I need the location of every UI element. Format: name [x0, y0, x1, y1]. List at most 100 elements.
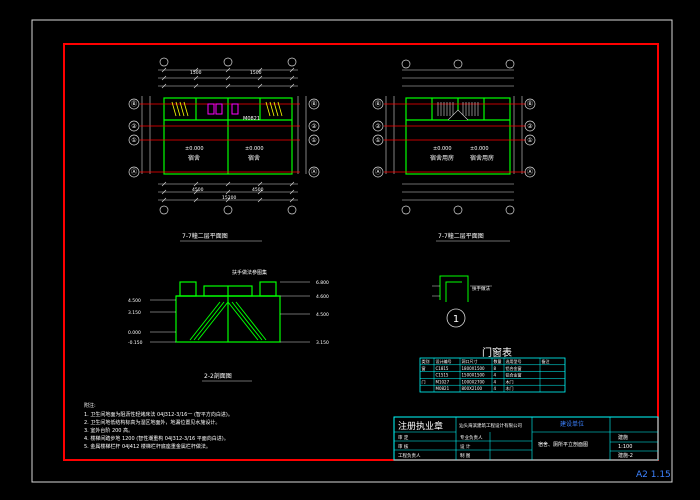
dimension-tick: [225, 83, 231, 89]
dimension-tick: [193, 189, 199, 195]
level-label: 6.800: [316, 280, 329, 286]
table-title: 门窗表: [482, 346, 512, 359]
dimension-tick: [225, 75, 231, 81]
row-label: 设 计: [460, 443, 471, 450]
table-cell: C1515: [436, 373, 449, 378]
axis-bubble-label: ②: [375, 123, 381, 130]
dimension-tick: [193, 197, 199, 203]
dim-label-total: 15200: [222, 195, 236, 201]
stamp-label: 注册执业章: [398, 420, 443, 432]
table-header-cell: 选用型号: [506, 358, 522, 364]
table-header-cell: 数量: [494, 358, 502, 364]
dimension-tick: [257, 83, 263, 89]
axis-bubble-label: ②: [527, 123, 533, 130]
dimension-tick: [289, 189, 295, 195]
table-header-cell: 洞口尺寸: [462, 358, 478, 364]
level-label: 4.500: [316, 312, 329, 318]
axis-bubble-label: Ⓑ: [311, 100, 317, 108]
table-frame: [419, 357, 566, 393]
level-label: 3.150: [316, 340, 329, 346]
dimension-tick: [257, 181, 263, 187]
axis-bubble-label: Ⓐ: [527, 168, 533, 176]
table-cell: 1500X1500: [462, 373, 486, 378]
table-cell: 木门: [506, 385, 514, 391]
axis-bubble-label: ①: [527, 137, 532, 144]
note-line: 5. 金属楼梯栏杆 04J412 楼梯栏杆底座重金属栏杆做法。: [84, 443, 211, 450]
row-label: 工程负责人: [398, 452, 421, 459]
sheet-red-border: [63, 43, 659, 461]
dim-label: 4500: [192, 187, 204, 193]
section-stairs: [189, 301, 267, 341]
left-plan-elev-2: ±0.000: [245, 146, 264, 152]
level-label: 4.600: [316, 294, 329, 300]
left-plan-axis-bubbles: Ⓑ ② ① Ⓐ Ⓑ ② ① Ⓐ: [128, 57, 320, 215]
scale-value: 1:100: [618, 444, 632, 450]
table-header-cell: 设计编号: [436, 358, 452, 364]
dimension-tick: [257, 67, 263, 73]
row-label: 专业负责人: [460, 434, 483, 441]
dimension-tick: [289, 181, 295, 187]
dimension-tick: [193, 83, 199, 89]
left-plan-dim-labels: 1500 1500 4500 4500 15200: [190, 70, 264, 201]
left-plan-caption: 7-7幢二层平面图: [182, 232, 228, 240]
note-line: 1. 卫生间地面为阻沥性轻烤床法 04J312-3/16一 (智平方向白进)。: [84, 411, 233, 418]
note-line: 2. 卫生间地低结构标高为湿区地面外，地漏位置见水施设计。: [84, 419, 220, 426]
dimension-tick: [289, 75, 295, 81]
dimension-tick: [289, 83, 295, 89]
dimension-tick: [161, 197, 167, 203]
table-cell: 木门: [506, 378, 514, 384]
level-label: -0.150: [128, 340, 143, 346]
table-cell: C1815: [436, 366, 449, 371]
drawing-title: 宿舍、厕所平立剖面图: [538, 441, 588, 448]
general-notes: 附注: 1. 卫生间地面为阻沥性轻烤床法 04J312-3/16一 (智平方向白…: [84, 402, 233, 450]
dimension-tick: [193, 75, 199, 81]
table-cell: 1000X2700: [462, 379, 486, 384]
left-plan-ticks: [161, 67, 295, 203]
level-label: 4.500: [128, 298, 141, 304]
railing-detail: 扶手做法 1: [432, 275, 492, 328]
dim-label: 1500: [250, 70, 262, 76]
left-plan-room-label: 宿舍: [188, 154, 200, 162]
dimension-tick: [161, 189, 167, 195]
dimension-tick: [225, 67, 231, 73]
right-plan-axis-bubbles: Ⓑ ② ① Ⓐ Ⓑ ② ① Ⓐ: [372, 59, 536, 215]
dim-label: 1500: [190, 70, 202, 76]
table-cell: 门: [422, 378, 426, 384]
section-level-labels: 4.500 3.150 0.000 -0.150 6.800 4.600 4.5…: [128, 280, 329, 346]
dim-label: 4500: [252, 187, 264, 193]
project-header: 建设单位: [560, 420, 584, 428]
dimension-tick: [257, 75, 263, 81]
dimension-tick: [225, 181, 231, 187]
detail-dims: [432, 285, 492, 297]
table-cell: M0821: [436, 386, 450, 391]
designer-org: 汕头海滨建筑工程设计有限公司: [459, 422, 522, 429]
sheet-size-label: A2 1.15: [636, 470, 671, 480]
right-plan-room-label-2: 宿舍用房: [470, 154, 494, 162]
table-cell: 800X2100: [462, 386, 483, 391]
note-line: 3. 室外台阶 200 高。: [84, 427, 133, 434]
right-plan-caption: 7-7幢二层平面图: [438, 232, 484, 240]
table-cell: M1027: [436, 379, 450, 384]
dimension-tick: [257, 197, 263, 203]
table-cell: 铝合金窗: [506, 372, 522, 378]
dimension-tick: [257, 189, 263, 195]
detail-note: 扶手做法: [472, 285, 490, 292]
axis-bubble-label: Ⓐ: [131, 168, 137, 176]
right-plan-walls: [405, 97, 511, 175]
right-plan-elev: ±0.000: [433, 146, 452, 152]
dimension-tick: [289, 67, 295, 73]
detail-number: 1: [453, 314, 459, 325]
right-plan-stairs: [437, 102, 479, 121]
dimension-tick: [193, 181, 199, 187]
axis-bubble-label: ①: [131, 137, 136, 144]
dimension-tick: [161, 75, 167, 81]
row-label: 审 核: [398, 443, 409, 450]
detail-lines: [439, 275, 469, 302]
left-floor-plan: 1500 1500 4500 4500 15200 M0821 ±0.000 ±…: [128, 57, 320, 242]
section-drawing: 扶手做法参图集 4.500 3.150 0.000 -0.150 6.800 4…: [128, 269, 329, 382]
left-plan-door-code: M0821: [243, 116, 260, 122]
axis-bubble-label: Ⓐ: [311, 168, 317, 176]
left-plan-room-label-2: 宿舍: [248, 154, 260, 162]
right-plan-elev-2: ±0.000: [470, 146, 489, 152]
section-outline: [175, 281, 281, 343]
